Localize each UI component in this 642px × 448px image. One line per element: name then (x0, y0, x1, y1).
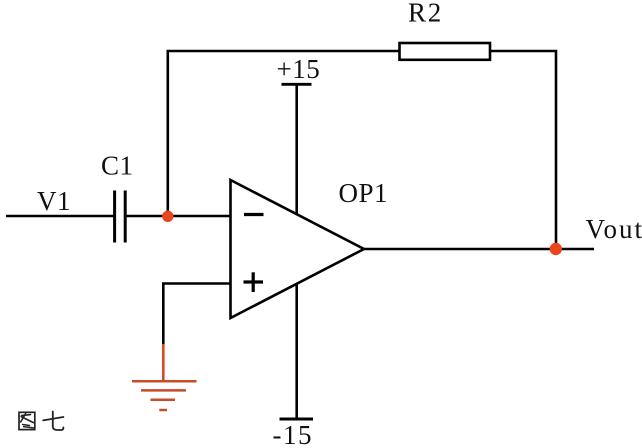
svg-text:V1: V1 (37, 186, 71, 216)
svg-text:Vout: Vout (586, 214, 642, 244)
svg-text:OP1: OP1 (339, 178, 389, 208)
svg-text:C1: C1 (101, 151, 134, 181)
svg-text:R2: R2 (408, 0, 443, 28)
svg-text:+15: +15 (277, 54, 321, 84)
svg-text:-15: -15 (273, 420, 314, 448)
